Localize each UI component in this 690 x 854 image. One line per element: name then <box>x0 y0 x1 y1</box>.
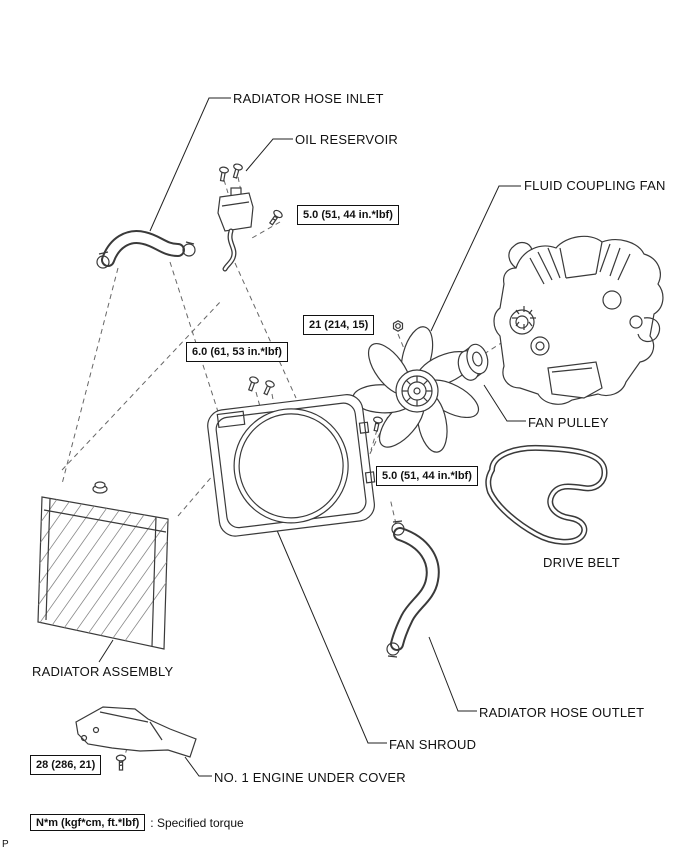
torque-box-fan-shroud: 6.0 (61, 53 in.*lbf) <box>186 342 288 362</box>
fluid-coupling-fan-drawing <box>352 326 480 453</box>
label-drive-belt: DRIVE BELT <box>543 555 620 570</box>
bolt-icon-under-cover <box>115 754 127 771</box>
torque-legend: N*m (kgf*cm, ft.*lbf) : Specified torque <box>30 814 244 831</box>
drive-belt-drawing <box>485 444 608 545</box>
bolt-icon-fan-shroud-side <box>373 416 383 432</box>
label-oil-reservoir: OIL RESERVOIR <box>295 132 399 147</box>
radiator-assembly-drawing <box>37 481 169 650</box>
fan-shroud-drawing <box>207 394 376 537</box>
bolt-icon-oil-reservoir <box>268 209 283 226</box>
axis-flash-marks <box>512 306 536 330</box>
nut-icon-fan-coupling <box>392 320 404 332</box>
legend-unit-box: N*m (kgf*cm, ft.*lbf) <box>30 814 146 831</box>
label-leader-lines <box>98 97 526 777</box>
legend-description: : Specified torque <box>150 815 244 830</box>
engine-drawing <box>493 235 664 405</box>
label-radiator-hose-inlet: RADIATOR HOSE INLET <box>233 91 384 106</box>
reservoir-bolt-icon <box>219 163 243 182</box>
fan-pulley-drawing <box>457 343 489 381</box>
torque-box-oil-reservoir: 5.0 (51, 44 in.*lbf) <box>297 205 399 225</box>
label-fluid-coupling-fan: FLUID COUPLING FAN <box>524 178 666 193</box>
oil-reservoir-drawing <box>217 163 254 272</box>
radiator-hose-inlet-drawing <box>96 230 196 269</box>
torque-box-fan-coupling: 21 (214, 15) <box>303 315 375 335</box>
label-radiator-hose-outlet: RADIATOR HOSE OUTLET <box>479 705 645 720</box>
bolt-icons-fan-shroud <box>247 376 275 396</box>
torque-box-under-cover: 28 (286, 21) <box>30 755 102 775</box>
engine-under-cover-drawing <box>75 706 197 758</box>
label-fan-pulley: FAN PULLEY <box>528 415 609 430</box>
label-radiator-assembly: RADIATOR ASSEMBLY <box>32 664 174 679</box>
page-corner-mark: P <box>2 839 9 850</box>
label-fan-shroud: FAN SHROUD <box>389 737 477 752</box>
radiator-hose-outlet-drawing <box>386 520 440 658</box>
label-engine-under-cover: NO. 1 ENGINE UNDER COVER <box>214 770 406 785</box>
torque-box-fan-shroud-side: 5.0 (51, 44 in.*lbf) <box>376 466 478 486</box>
